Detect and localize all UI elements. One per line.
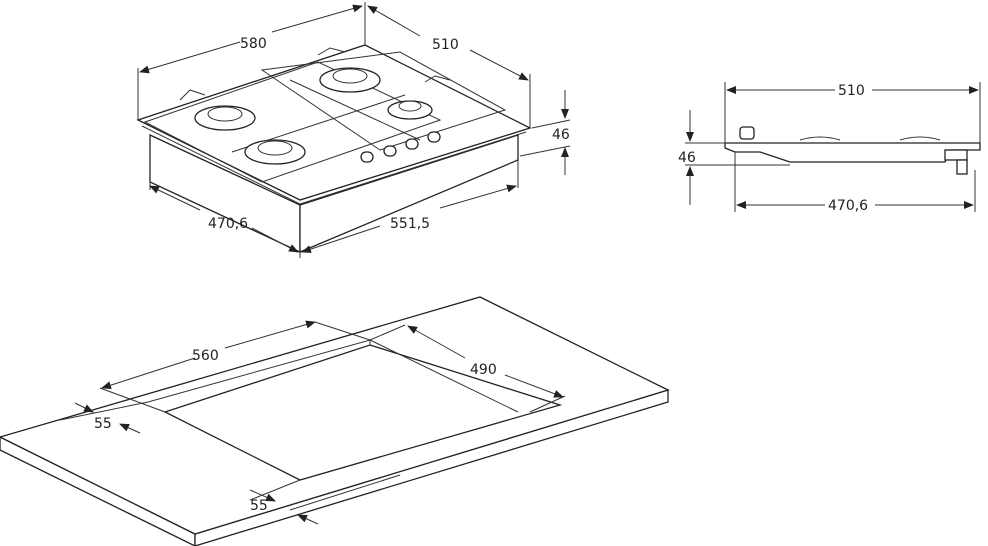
burners (194, 67, 433, 165)
cutout (163, 344, 563, 481)
dim-470-6: 470,6 (208, 216, 248, 232)
hob-side-view: 510 46 470,6 (678, 82, 981, 214)
side-dim-46: 46 (678, 150, 696, 166)
knob-profile (739, 126, 755, 140)
dim-55-front: 55 (250, 498, 268, 514)
dim-551-5: 551,5 (390, 216, 430, 232)
side-dim-510: 510 (838, 83, 865, 99)
dim-510: 510 (432, 37, 459, 53)
side-dim-470-6: 470,6 (828, 198, 868, 214)
pan-supports (143, 47, 507, 183)
hob-isometric-view: 580 510 46 470,6 551,5 (136, 2, 571, 258)
gas-connector (944, 149, 968, 161)
dim-55-back: 55 (94, 416, 112, 432)
dim-560: 560 (192, 348, 219, 364)
countertop-cutout-view: 560 490 55 55 (0, 296, 670, 546)
dim-46: 46 (552, 127, 570, 143)
control-knobs (360, 131, 441, 163)
dim-490: 490 (470, 362, 497, 378)
dim-580: 580 (240, 36, 267, 52)
